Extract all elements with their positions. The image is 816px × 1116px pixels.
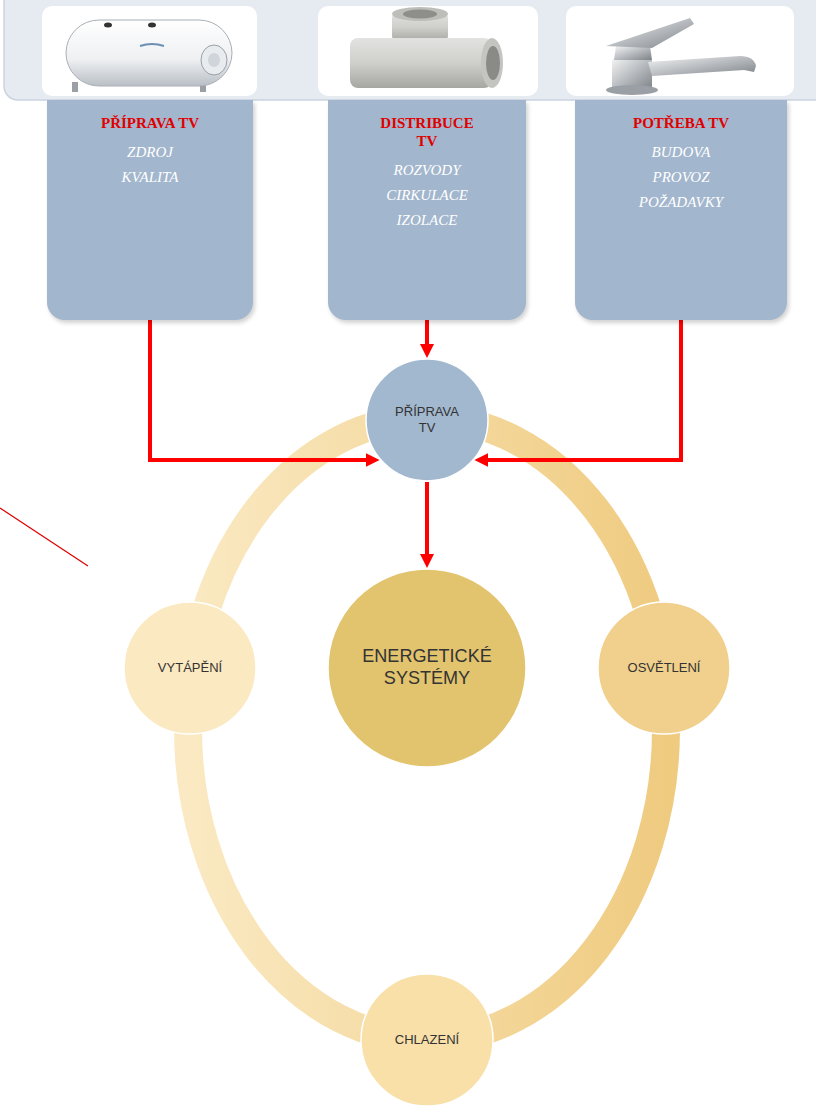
topic-circle: ENERGETICKÉ SYSTÉMY (327, 568, 527, 768)
category-box: POTŘEBA TV BUDOVAPROVOZPOŽADAVKY (575, 100, 787, 320)
image-tile (318, 6, 538, 96)
faucet-illustration (606, 18, 756, 95)
circle-outline (328, 569, 526, 767)
box-item: CIRKULACE (386, 183, 468, 208)
topic-circle: VYTÁPĚNÍ (123, 601, 257, 735)
water-heater-illustration (66, 20, 232, 92)
circle-label: VYTÁPĚNÍ (158, 660, 222, 676)
image-tile (42, 6, 257, 96)
pipe-fitting-illustration (350, 7, 503, 88)
circle-outline (124, 602, 256, 734)
box-heading: PŘÍPRAVA TV (101, 114, 199, 132)
flow-arrow (425, 320, 429, 348)
flow-arrow (484, 320, 681, 460)
box-item: PROVOZ (652, 165, 709, 190)
box-item: ROZVODY (393, 158, 460, 183)
box-item: IZOLACE (397, 208, 458, 233)
flow-arrow (150, 320, 370, 460)
image-panel (4, 0, 816, 100)
flow-arrow (425, 482, 429, 558)
circle-outline (366, 359, 488, 481)
topic-circle: PŘÍPRAVA TV (365, 358, 489, 482)
box-heading: POTŘEBA TV (633, 114, 729, 132)
circle-label: PŘÍPRAVA TV (387, 404, 467, 435)
circle-label: CHLAZENÍ (395, 1032, 459, 1048)
cycle-ring (188, 418, 666, 1040)
image-tile (566, 6, 794, 96)
circle-outline (361, 974, 493, 1106)
box-item: POŽADAVKY (639, 190, 723, 215)
circle-label: OSVĚTLENÍ (628, 660, 701, 676)
category-box: PŘÍPRAVA TV ZDROJKVALITA (47, 100, 253, 320)
category-box: DISTRIBUCE TV ROZVODYCIRKULACEIZOLACE (328, 100, 526, 320)
circle-outline (598, 602, 730, 734)
box-item: KVALITA (122, 165, 179, 190)
leader-line (0, 508, 88, 566)
box-item: BUDOVA (652, 140, 711, 165)
topic-circle: CHLAZENÍ (360, 973, 494, 1107)
topic-circle: OSVĚTLENÍ (597, 601, 731, 735)
box-heading: DISTRIBUCE TV (372, 114, 482, 150)
circle-label: ENERGETICKÉ SYSTÉMY (345, 646, 510, 689)
box-item: ZDROJ (127, 140, 173, 165)
